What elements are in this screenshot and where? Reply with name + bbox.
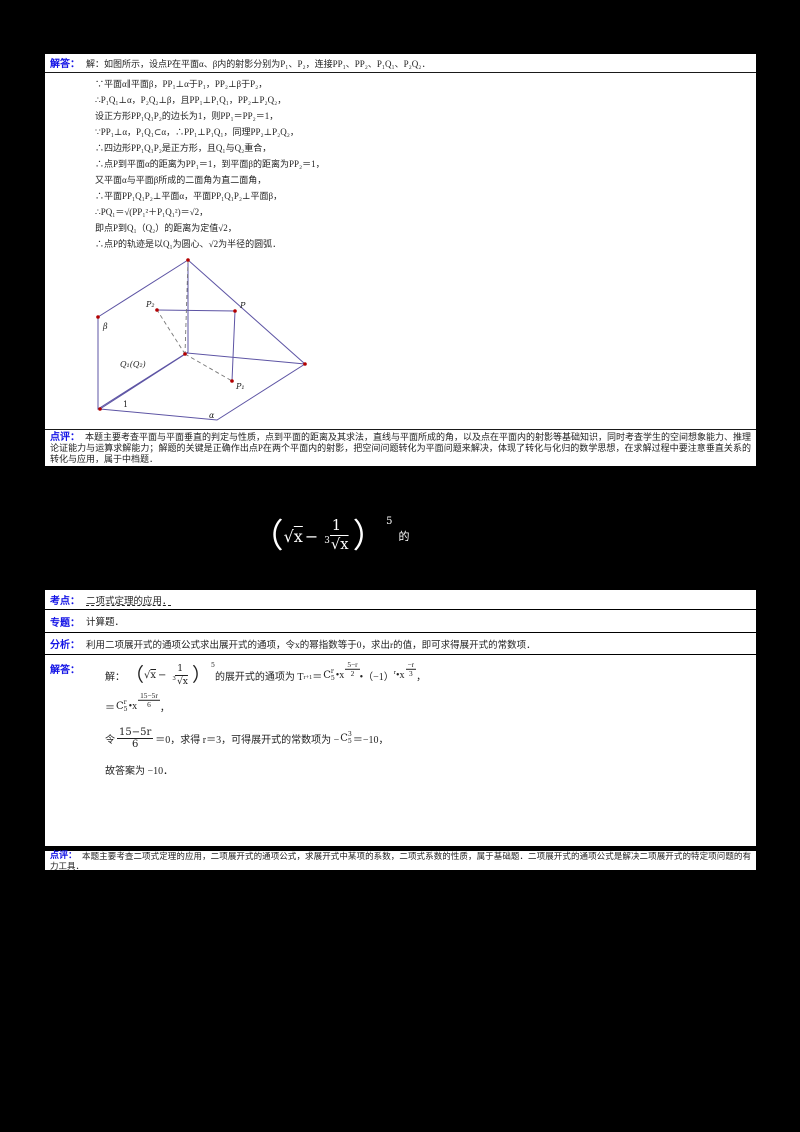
geometry-diagram: β Q₁(Q₂) P₂ P P₁ 1 α xyxy=(95,257,310,422)
row-kaodian: 考点： 二项式定理的应用． xyxy=(45,590,756,610)
solution-line-4: 故答案为 −10． xyxy=(105,762,751,777)
edge-top-right xyxy=(187,259,306,365)
hidden-dashed-edges xyxy=(156,259,233,382)
equals: ＝ xyxy=(105,703,115,715)
text-line: ∴PQ₁＝√(PP₁²＋P₁Q₁²)＝√2， xyxy=(95,207,209,217)
text-line: 设正方形PP₁Q₁P₂的边长为1，则PP₁＝PP₂＝1， xyxy=(95,111,279,121)
answer-header-row: 解答： 解：如图所示，设点P在平面α、β内的射影分别为P₁、P₂，连接PP₁、P… xyxy=(45,54,756,73)
label-p2: P₂ xyxy=(145,300,155,309)
answer-label: 解答： xyxy=(50,59,80,70)
jieda-label: 解答： xyxy=(50,665,80,676)
text-line: ∴P₁Q₁⊥α，P₂Q₂⊥β，且PP₁⊥P₁Q₁，PP₂⊥P₂Q₂， xyxy=(95,95,287,105)
statement-tail: 的 xyxy=(398,531,410,543)
t-subscript: r+1 xyxy=(303,673,313,681)
text-line: ∴平面PP₁Q₁P₂⊥平面α，平面PP₁Q₁P₂⊥平面β， xyxy=(95,191,283,201)
row-jieda: 解答： 解： （ √x − 1 3√x ） 5 的展开 xyxy=(45,655,756,845)
right-paren: ） xyxy=(352,515,387,555)
comment-label: 点评： xyxy=(50,851,78,861)
line3-mid: ＝0，求得 r＝3，可得展开式的常数项为 − xyxy=(155,735,340,746)
r-superscript: r xyxy=(393,669,396,677)
exponent-5: 5 xyxy=(386,516,393,528)
label-alpha: α xyxy=(209,411,215,420)
x-term-2: •x xyxy=(395,670,405,682)
problem2-comment-box: 点评： 本题主要考查二项式定理的应用，二项展开式的通项公式，求展开式中某项的系数… xyxy=(45,851,756,870)
left-paren: （ xyxy=(250,515,284,555)
line3-pre: 令 xyxy=(105,735,115,746)
text-line: ∴四边形PP₁Q₁P₂是正方形，且Q₁与Q₂重合， xyxy=(95,143,272,153)
label-beta: β xyxy=(102,322,108,331)
kaodian-label: 考点： xyxy=(50,596,80,607)
label-p: P xyxy=(239,301,246,310)
equals: ＝ xyxy=(312,672,323,684)
problem2-statement: （ √x − 1 3√x ） 5 的 xyxy=(250,500,409,572)
text-line: ∵平面α∥平面β，PP₁⊥α于P₁，PP₂⊥β于P₂， xyxy=(95,79,268,89)
plane-beta-outline xyxy=(97,259,189,410)
comment-text: 本题主要考查平面与平面垂直的判定与性质，点到平面的距离及其求法，直线与平面所成的… xyxy=(50,432,752,464)
binomial-formula-small: （ √x − 1 3√x ） 5 xyxy=(125,662,215,687)
square-solid-edges xyxy=(156,309,236,382)
vertex-dots xyxy=(96,258,307,411)
text-line: ∵PP₁⊥α，P₁Q₁⊂α，∴PP₁⊥P₁Q₁，同理PP₂⊥P₂Q₂， xyxy=(95,127,299,137)
label-one: 1 xyxy=(123,400,128,409)
kaodian-link[interactable]: 二项式定理的应用． xyxy=(86,596,172,607)
final-answer: 故答案为 −10． xyxy=(105,765,174,777)
line1-mid: 的展开式的通项为 T xyxy=(214,672,304,684)
binomial-formula: （ √x − 1 3√x ） 5 xyxy=(250,515,393,555)
x-term-1: •x xyxy=(335,670,345,682)
text-line: 即点P到Q₁（Q₂）的距离为定值√2， xyxy=(95,223,237,233)
zhuanti-text: 计算题． xyxy=(86,618,125,628)
problem1-comment-row: 点评： 本题主要考查平面与平面垂直的判定与性质，点到平面的距离及其求法，直线与平… xyxy=(45,429,756,466)
solution-first-line: 解：如图所示，设点P在平面α、β内的射影分别为P₁、P₂，连接PP₁、PP₂、P… xyxy=(86,59,431,69)
text-line: ∴点P到平面α的距离为PP₁＝1，到平面β的距离为PP₂＝1， xyxy=(95,159,325,169)
label-p1: P₁ xyxy=(235,382,245,391)
comma: ， xyxy=(416,672,427,684)
line1-pre: 解： xyxy=(105,672,125,684)
comma: ， xyxy=(159,703,170,715)
zhuanti-label: 专题： xyxy=(50,617,80,629)
problem1-solution-box: 解答： 解：如图所示，设点P在平面α、β内的射影分别为P₁、P₂，连接PP₁、P… xyxy=(45,54,756,466)
text-line: 又平面α与平面β所成的二面角为直二面角， xyxy=(95,175,267,185)
solution-lines: ∵平面α∥平面β，PP₁⊥α于P₁，PP₂⊥β于P₂， ∴P₁Q₁⊥α，P₂Q₂⊥… xyxy=(95,76,756,252)
geometry-diagram-svg: β Q₁(Q₂) P₂ P P₁ 1 α xyxy=(96,258,307,421)
fraction-one-over-cbrt-x: 1 3√x xyxy=(324,517,349,553)
label-q1q2: Q₁(Q₂) xyxy=(120,360,146,369)
fenxi-text: 利用二项展开式的通项公式求出展开式的通项，令x的幂指数等于0，求出r的值，即可求… xyxy=(86,640,536,651)
sqrt-x: √x xyxy=(283,526,303,546)
row-zhuanti: 专题： 计算题． xyxy=(45,610,756,633)
x-term: •x xyxy=(128,701,138,713)
comment-text: 本题主要考查二项式定理的应用，二项展开式的通项公式，求展开式中某项的系数，二项式… xyxy=(50,851,751,871)
comment-label: 点评： xyxy=(50,432,80,443)
minus-sign: − xyxy=(304,526,319,546)
line3-post: ＝−10， xyxy=(352,735,389,746)
line1-mid2: •（−1） xyxy=(359,672,394,684)
text-line: ∴点P的轨迹是以Q₁为圆心、√2为半径的圆弧． xyxy=(95,239,282,249)
fenxi-label: 分析： xyxy=(50,640,80,651)
row-fenxi: 分析： 利用二项展开式的通项公式求出展开式的通项，令x的幂指数等于0，求出r的值… xyxy=(45,633,756,655)
problem2-solution-box: 考点： 二项式定理的应用． 专题： 计算题． 分析： 利用二项展开式的通项公式求… xyxy=(45,590,756,846)
